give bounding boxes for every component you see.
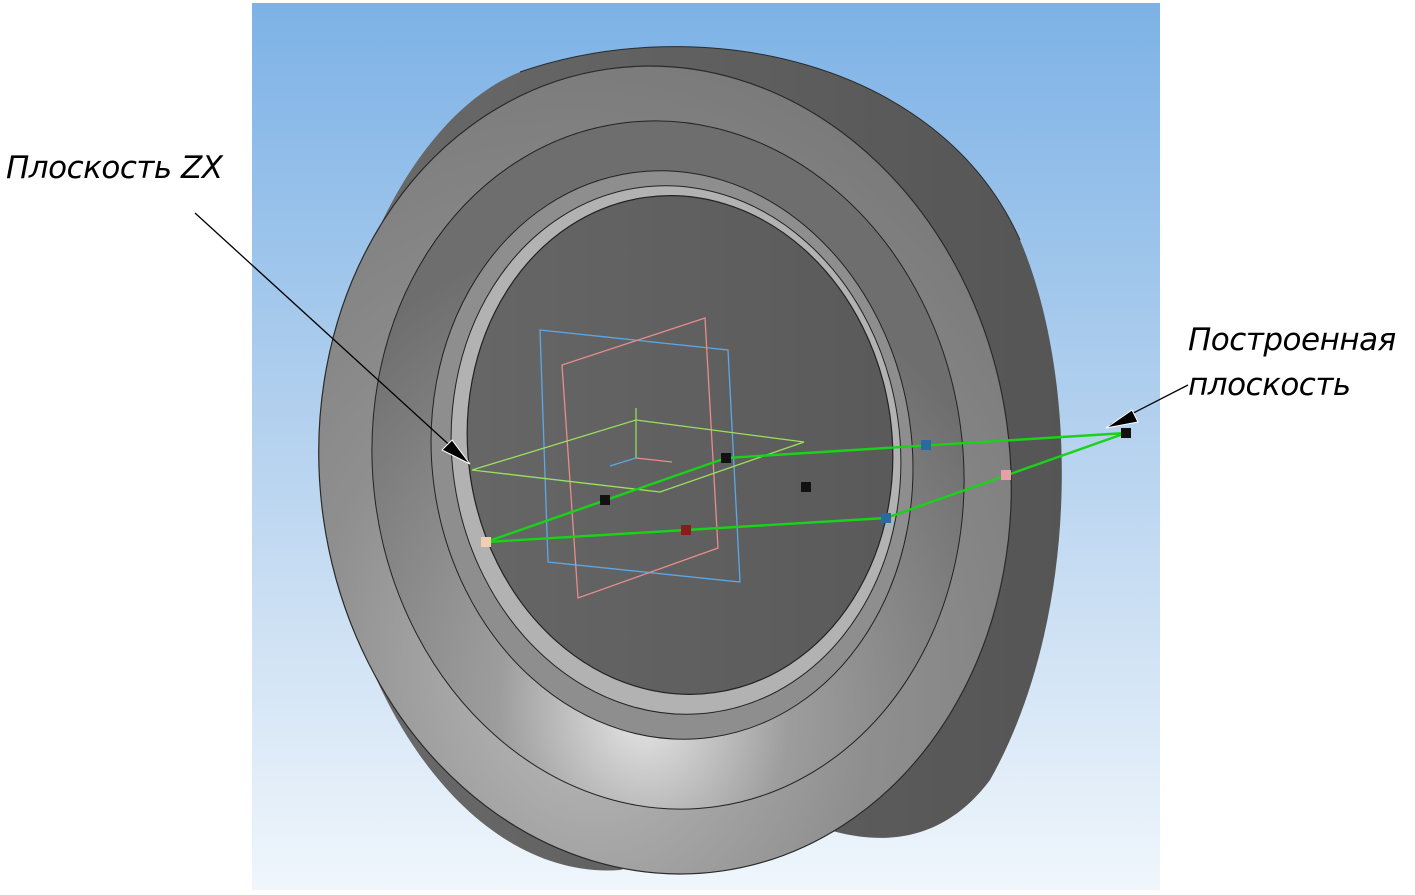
built-plane-label-line2: плоскость: [1188, 367, 1351, 403]
ring-inner-step: [450, 185, 902, 715]
zx-plane: [471, 419, 805, 493]
plane-handle[interactable]: [721, 453, 731, 463]
ring-back-edge: [519, 46, 1021, 241]
origin-planes: [471, 317, 805, 599]
axis-z: [609, 457, 637, 467]
plane-handle[interactable]: [1121, 428, 1131, 438]
plane-handle[interactable]: [481, 537, 491, 547]
zx-leader-arrow: [441, 439, 471, 465]
zx-plane-label: Плоскость ZX: [6, 150, 224, 186]
plane-handle[interactable]: [881, 513, 891, 523]
built-plane-label-line1: Построенная: [1188, 322, 1396, 358]
yz-plane: [561, 317, 719, 599]
plane-handle[interactable]: [681, 525, 691, 535]
axis-x: [635, 457, 673, 463]
plane-handle[interactable]: [921, 440, 931, 450]
built-leader-arrow: [1105, 409, 1139, 429]
callout-leaders: [194, 212, 1189, 465]
ring-bore-edge: [466, 195, 894, 695]
plane-handle[interactable]: [1001, 470, 1011, 480]
bearing-ring: [318, 46, 1062, 875]
plane-center-handle[interactable]: [801, 482, 811, 492]
xy-plane: [539, 329, 741, 583]
plane-handle[interactable]: [600, 495, 610, 505]
zx-leader-line: [194, 212, 469, 463]
constructed-plane: [481, 428, 1131, 547]
